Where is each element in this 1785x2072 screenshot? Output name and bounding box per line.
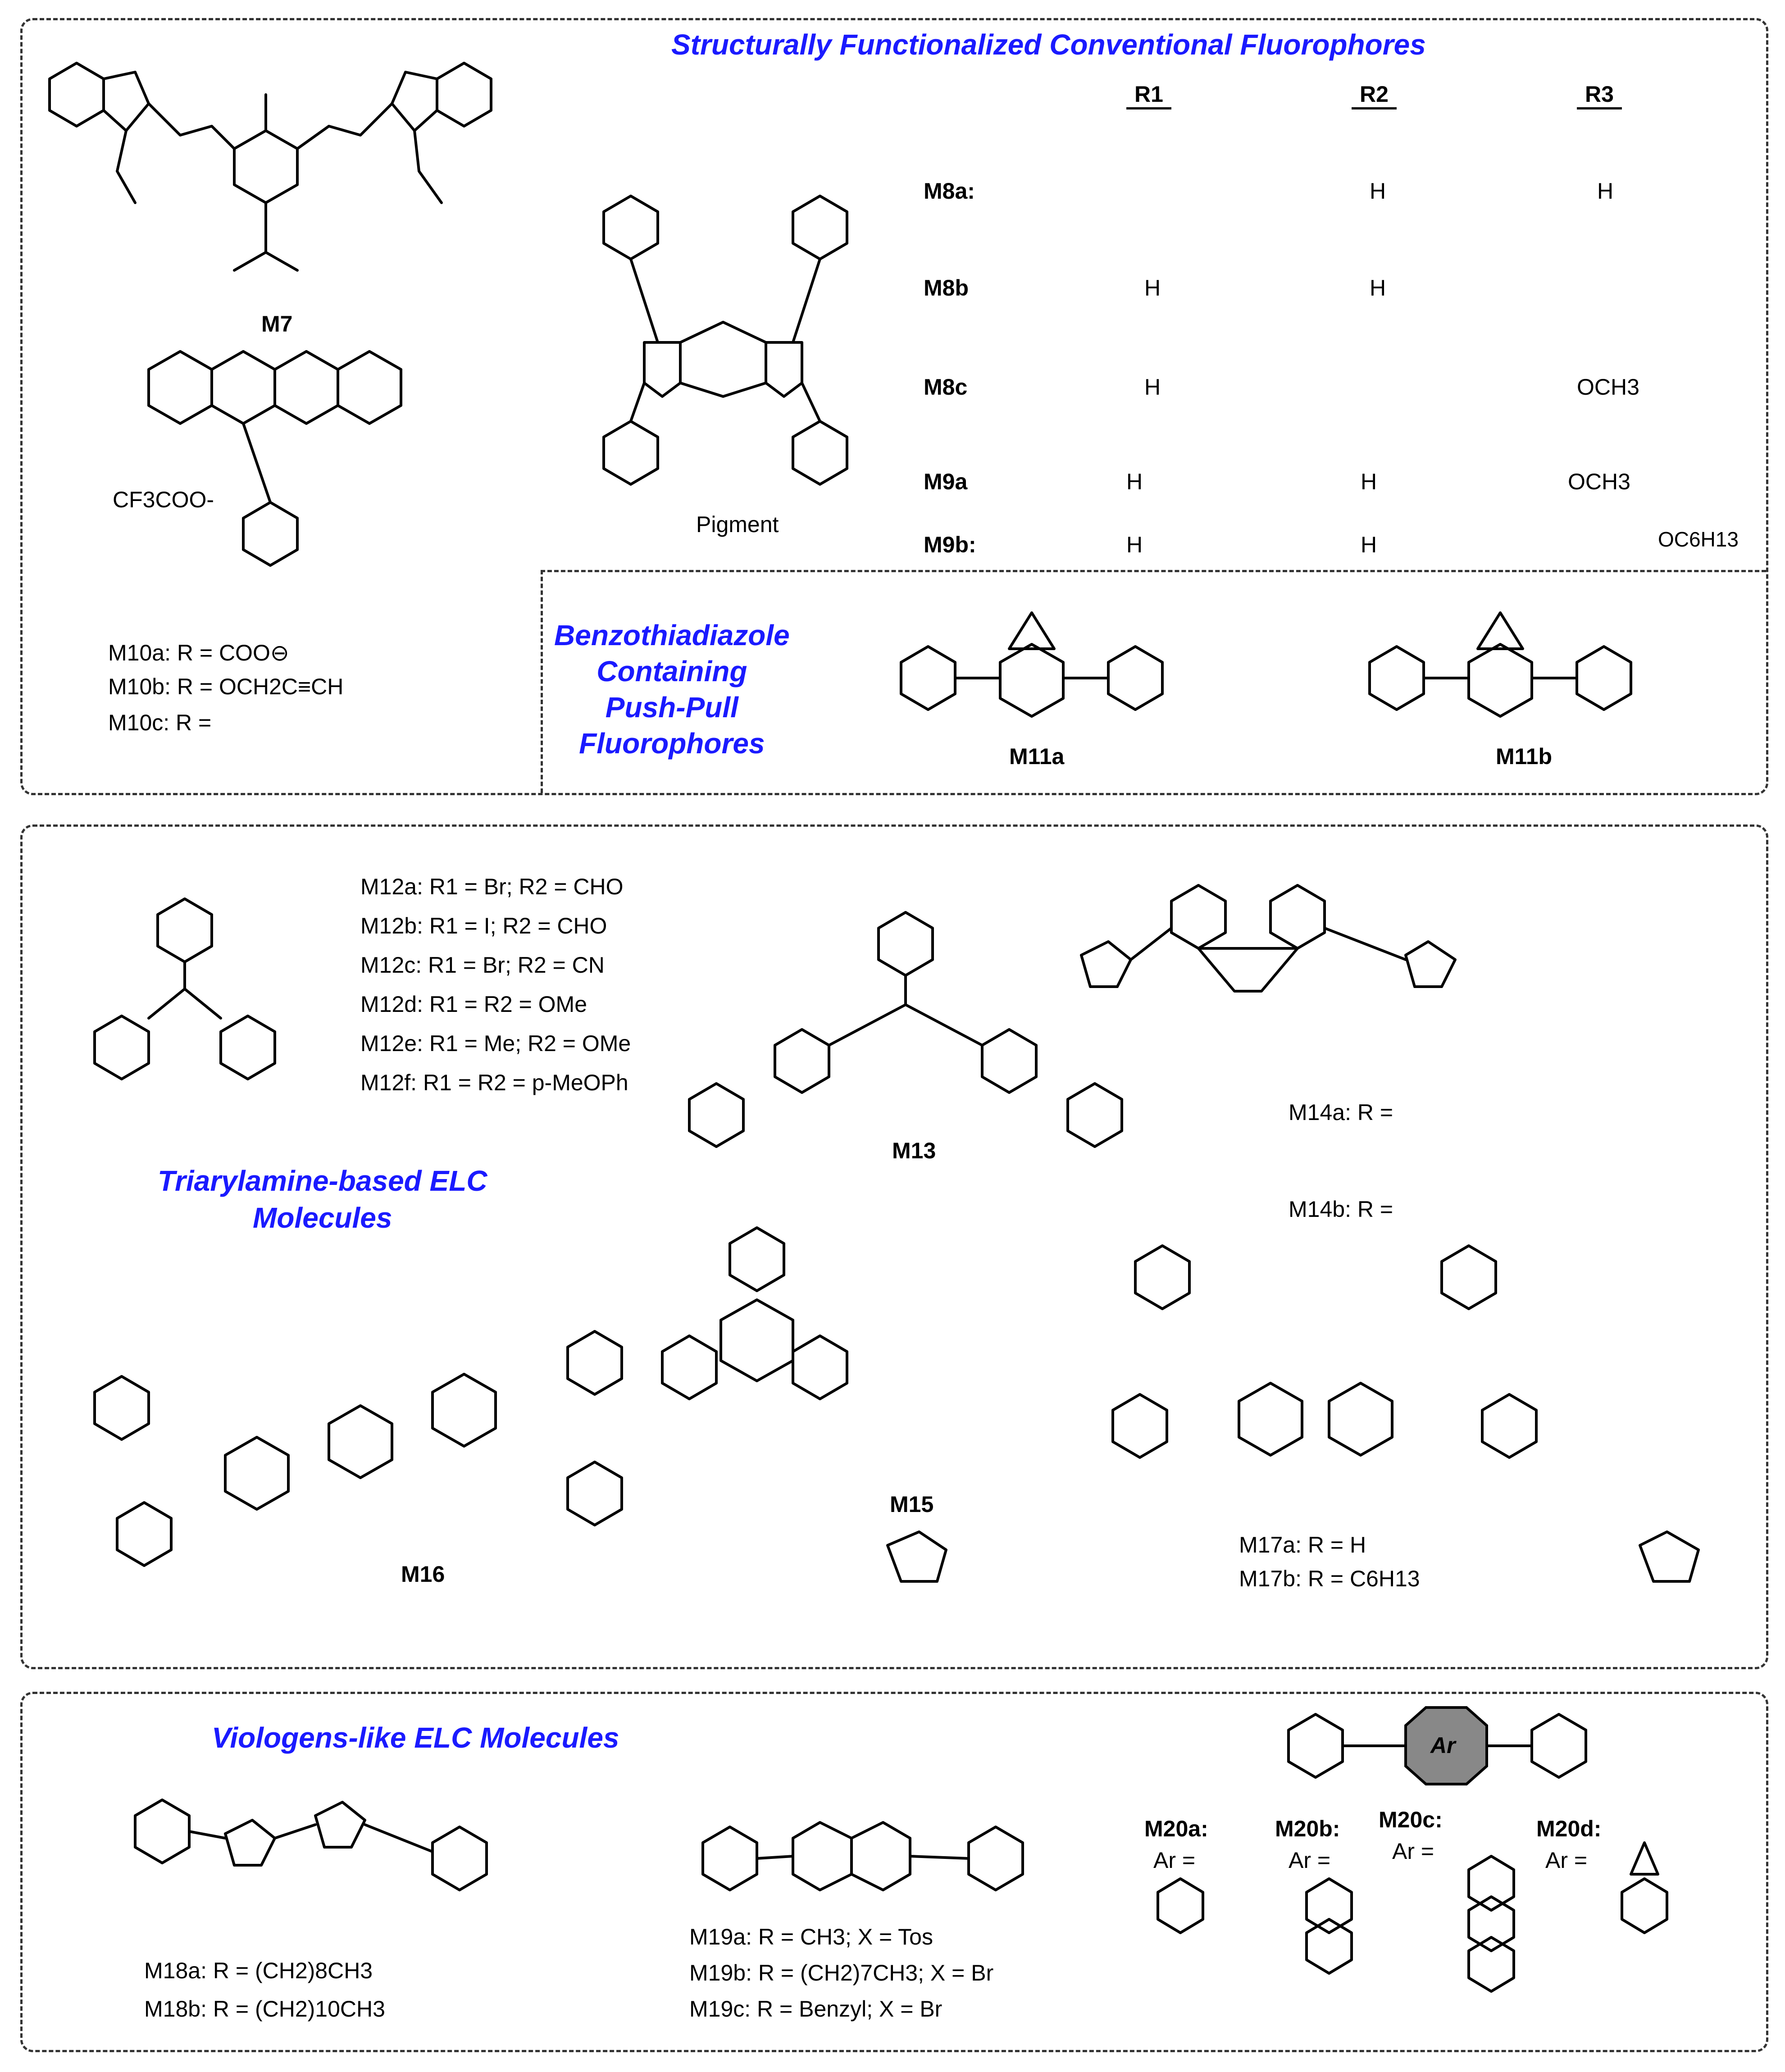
table-header-r2-text: R2 [1360,82,1389,107]
table-cell: OCH3 [1568,469,1630,494]
label-m19a: M19a: R = CH3; X = Tos [689,1924,933,1949]
label-m20a-ar: Ar = [1153,1848,1196,1873]
label-m12f: M12f: R1 = R2 = p-MeOPh [360,1070,628,1095]
table-header-r3: R3 [1577,81,1622,109]
label-m20a: M20a: [1144,1816,1208,1841]
ar-hexagon [1404,1706,1488,1785]
label-m13: M13 [892,1138,936,1163]
m11b-structure [1368,611,1632,718]
label-m20b-ar: Ar = [1289,1848,1331,1873]
table-header-r3-text: R3 [1585,82,1614,107]
m19-structure [701,1821,1024,1891]
label-m20c-ar: Ar = [1392,1839,1434,1864]
divider-benzothiadiazole [541,570,1766,572]
label-m11a: M11a [1009,744,1065,769]
label-m20d-ar: Ar = [1545,1848,1588,1873]
label-ar: Ar [1430,1733,1456,1758]
label-m10a: M10a: R = COO⊖ [108,640,289,665]
title-triarylamine-line-2: Molecules [253,1202,392,1234]
label-m7: M7 [261,311,293,337]
label-m20b: M20b: [1275,1816,1340,1841]
label-m11b: M11b [1496,744,1553,769]
table-cell: H [1370,275,1386,301]
label-m12d: M12d: R1 = R2 = OMe [360,992,587,1017]
label-m17a: M17a: R = H [1239,1532,1366,1557]
m17-structure [886,1244,1700,1583]
title-benzothiadiazole-line-3: Push-Pull [605,691,738,724]
label-m14a: M14a: R = [1289,1100,1393,1125]
title-benzothiadiazole-line-1: Benzothiadiazole [554,619,790,651]
m14-structure [1080,884,1457,993]
divider-vertical [541,570,543,793]
label-pigment: Pigment [696,512,779,537]
label-m20c: M20c: [1379,1807,1443,1832]
title-triarylamine-line-1: Triarylamine-based ELC [158,1165,487,1197]
title-viologens: Viologens-like ELC Molecules [212,1721,619,1754]
pigment-structure [602,195,848,486]
table-header-r2: R2 [1352,81,1397,109]
title-conventional: Structurally Functionalized Conventional… [671,28,1426,61]
table-cell: H [1126,469,1143,494]
table-cell: H [1144,374,1161,400]
m16-structure [93,1330,623,1567]
label-m15: M15 [890,1492,934,1517]
m7-structure [48,62,492,272]
label-m20d: M20d: [1536,1816,1602,1841]
label-m10b: M10b: R = OCH2C≡CH [108,674,344,699]
label-m10c: M10c: R = [108,710,212,735]
table-row-name: M9b: [924,532,976,557]
table-cell: OCH3 [1577,374,1639,400]
title-benzothiadiazole: Benzothiadiazole Containing Push-Pull Fl… [554,617,790,761]
label-m12e: M12e: R1 = Me; R2 = OMe [360,1031,631,1056]
m20-structure [1157,1713,1668,1993]
label-m12a: M12a: R1 = Br; R2 = CHO [360,874,624,899]
table-cell: H [1361,469,1377,494]
m18-structure [134,1799,488,1891]
table-cell: H [1144,275,1161,301]
table-row-name: M8a: [924,178,975,204]
title-benzothiadiazole-line-2: Containing [597,655,747,688]
m15-structure [661,1226,848,1400]
panel-conventional [20,18,1768,795]
table-row-name: M8c [924,374,968,400]
label-m12b: M12b: R1 = I; R2 = CHO [360,913,607,938]
title-benzothiadiazole-line-4: Fluorophores [579,727,765,760]
m12-structure [93,897,276,1080]
label-m19b: M19b: R = (CH2)7CH3; X = Br [689,1960,994,1985]
label-m10-counterion: CF3COO- [113,487,214,512]
label-m12-list: M12a: R1 = Br; R2 = CHO M12b: R1 = I; R2… [360,867,631,1102]
title-triarylamine: Triarylamine-based ELC Molecules [158,1162,487,1236]
table-cell: H [1370,178,1386,204]
table-cell: OC6H13 [1658,528,1739,551]
label-m19c: M19c: R = Benzyl; X = Br [689,1996,943,2022]
panel-triarylamine [20,824,1768,1669]
label-m14b: M14b: R = [1289,1197,1393,1222]
m10-structure [147,350,402,567]
table-header-r1: R1 [1126,81,1171,109]
label-m17b: M17b: R = C6H13 [1239,1566,1420,1591]
table-row-name: M9a [924,469,968,494]
table-row-name: M8b [924,275,969,301]
label-m12c: M12c: R1 = Br; R2 = CN [360,952,605,978]
table-cell: H [1126,532,1143,557]
label-m18a: M18a: R = (CH2)8CH3 [144,1958,373,1983]
m11a-structure [900,611,1164,718]
table-cell: H [1361,532,1377,557]
panel-viologens [20,1692,1768,2052]
m13-structure [688,911,1123,1148]
table-cell: H [1597,178,1614,204]
table-header-r1-text: R1 [1134,82,1163,107]
label-m18b: M18b: R = (CH2)10CH3 [144,1996,385,2022]
label-m16: M16 [401,1562,445,1587]
